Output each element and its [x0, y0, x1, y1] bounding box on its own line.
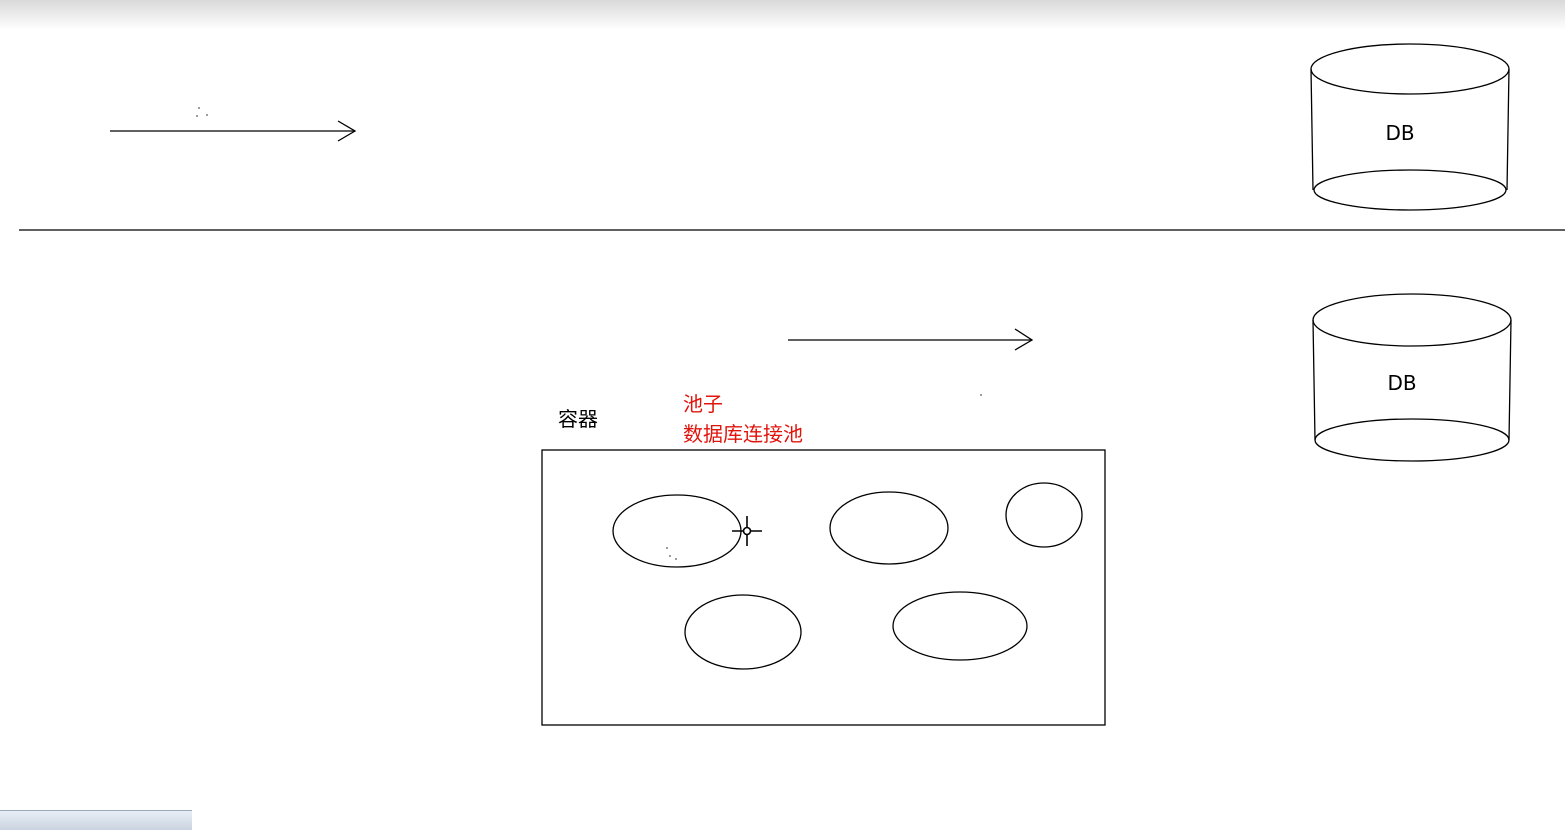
bottom-scene: DB 容器 池子 数据库连接池	[541, 293, 1512, 726]
connection-ellipse	[829, 491, 949, 565]
top-stray-dots	[196, 107, 208, 117]
pool-stray-dots	[666, 547, 677, 560]
top-arrow	[110, 120, 357, 142]
connection-ellipse	[612, 494, 742, 568]
stray-dot	[196, 115, 198, 117]
db-bottom-ellipse	[1314, 418, 1510, 462]
stray-dot	[980, 394, 982, 396]
crosshair-cursor-icon	[732, 516, 762, 546]
connection-ellipse	[684, 594, 802, 670]
top-arrow-head	[337, 120, 357, 142]
connection-ellipse	[1005, 482, 1083, 548]
pool-label: 池子	[683, 392, 723, 416]
container-label: 容器	[558, 407, 598, 431]
bottom-arrow-head	[1014, 328, 1034, 351]
stray-dot	[206, 114, 208, 116]
db-right-side	[1506, 68, 1510, 191]
db-left-side	[1312, 319, 1316, 441]
pool-container-box	[541, 449, 1106, 726]
db-left-side	[1310, 68, 1314, 191]
db-top-ellipse	[1312, 293, 1512, 347]
top-scene: DB	[110, 43, 1510, 211]
db-top-ellipse	[1310, 43, 1510, 95]
top-db-cylinder	[1310, 43, 1510, 211]
connection-ellipse	[892, 591, 1028, 661]
bottom-db-cylinder	[1312, 293, 1512, 462]
pool-sublabel: 数据库连接池	[683, 422, 803, 446]
bottom-arrow	[788, 328, 1034, 351]
stray-dot	[198, 107, 200, 109]
stray-dot	[675, 558, 677, 560]
bottom-db-label: DB	[1387, 371, 1416, 395]
top-db-label: DB	[1385, 121, 1414, 145]
window-top-gradient	[0, 0, 1565, 30]
db-right-side	[1508, 319, 1512, 441]
taskbar-thumbnail[interactable]	[0, 810, 192, 830]
db-bottom-ellipse	[1313, 169, 1507, 211]
stray-dot	[666, 547, 668, 549]
connection-ellipses	[612, 482, 1083, 670]
stray-dot	[669, 555, 671, 557]
